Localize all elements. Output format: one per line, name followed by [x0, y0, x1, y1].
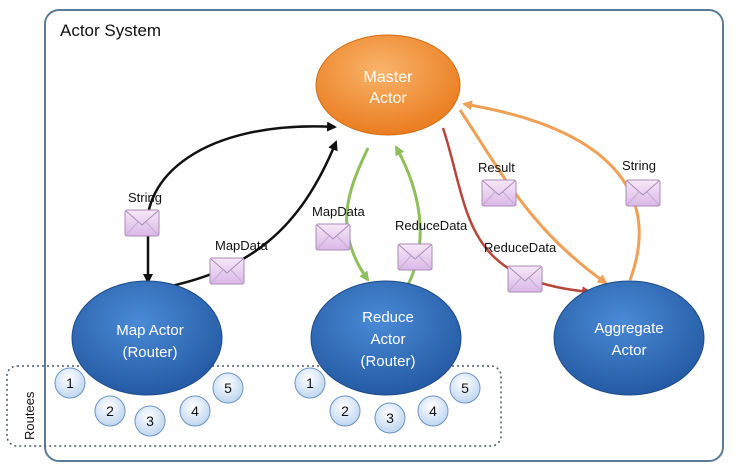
routee-reduce-1-label: 1 [306, 375, 314, 391]
actor-system-title: Actor System [60, 21, 161, 40]
routee-reduce-4: 4 [417, 395, 449, 427]
routee-map-5: 5 [212, 372, 244, 404]
arrow-result-to-aggregate [458, 109, 608, 285]
envelope-icon [315, 223, 351, 251]
map-actor-node [71, 280, 223, 396]
arrow-reducedata-to-aggregate [441, 127, 592, 297]
routee-reduce-3: 3 [374, 402, 406, 434]
routee-map-1: 1 [54, 367, 86, 399]
routee-reduce-5-label: 5 [461, 380, 469, 396]
message-string-right-label: String [622, 158, 656, 173]
routee-reduce-5: 5 [449, 372, 481, 404]
message-reducedata-center: ReduceData [395, 218, 468, 271]
message-string-left-label: String [128, 190, 162, 205]
routee-map-4-label: 4 [191, 403, 199, 419]
routee-map-1-label: 1 [66, 375, 74, 391]
message-mapdata-center: MapData [312, 204, 366, 251]
envelope-icon [124, 209, 160, 237]
reduce-routees: 1 2 3 4 5 [294, 367, 481, 434]
aggregate-actor-node [553, 280, 705, 396]
message-mapdata-left: MapData [209, 238, 269, 285]
message-result-label: Result [478, 160, 515, 175]
map-actor-label-1: Map Actor [116, 322, 184, 339]
map-actor-label-2: (Router) [122, 344, 177, 361]
routee-map-2: 2 [94, 395, 126, 427]
message-string-left: String [124, 190, 162, 237]
envelope-icon [625, 179, 661, 207]
routee-map-3: 3 [134, 405, 166, 437]
routee-reduce-1: 1 [294, 367, 326, 399]
reduce-actor-label-3: (Router) [360, 353, 415, 370]
arrow-mapdata-to-master [161, 140, 338, 290]
envelope-icon [397, 243, 433, 271]
routees-label: Routees [22, 391, 37, 440]
routee-map-4: 4 [179, 395, 211, 427]
routees-box [6, 365, 502, 447]
message-reducedata-center-label: ReduceData [395, 218, 468, 233]
message-reducedata-right: ReduceData [484, 240, 557, 293]
message-mapdata-left-label: MapData [215, 238, 269, 253]
arrow-string-to-master [462, 100, 641, 281]
routee-reduce-2: 2 [329, 395, 361, 427]
message-reducedata-right-label: ReduceData [484, 240, 557, 255]
routee-map-3-label: 3 [146, 413, 154, 429]
reduce-actor-label-2: Actor [370, 331, 405, 348]
envelope-icon [209, 257, 245, 285]
routee-map-5-label: 5 [224, 380, 232, 396]
reduce-actor-node [310, 280, 462, 396]
arrow-mapdata-to-reduce [345, 147, 370, 282]
reduce-actor-label-1: Reduce [362, 309, 414, 326]
envelope-icon [481, 179, 517, 207]
routee-map-2-label: 2 [106, 403, 114, 419]
master-actor-node [315, 34, 461, 136]
message-result: Result [478, 160, 517, 207]
envelope-icon [507, 265, 543, 293]
master-actor-label-1: Master [364, 69, 414, 86]
map-routees: 1 2 3 4 5 [54, 367, 244, 437]
message-string-right: String [622, 158, 661, 207]
aggregate-actor-label-2: Actor [611, 342, 646, 359]
message-mapdata-center-label: MapData [312, 204, 366, 219]
routee-reduce-2-label: 2 [341, 403, 349, 419]
aggregate-actor-label-1: Aggregate [594, 320, 663, 337]
routee-reduce-3-label: 3 [386, 410, 394, 426]
routee-reduce-4-label: 4 [429, 403, 437, 419]
master-actor-label-2: Actor [369, 90, 407, 107]
